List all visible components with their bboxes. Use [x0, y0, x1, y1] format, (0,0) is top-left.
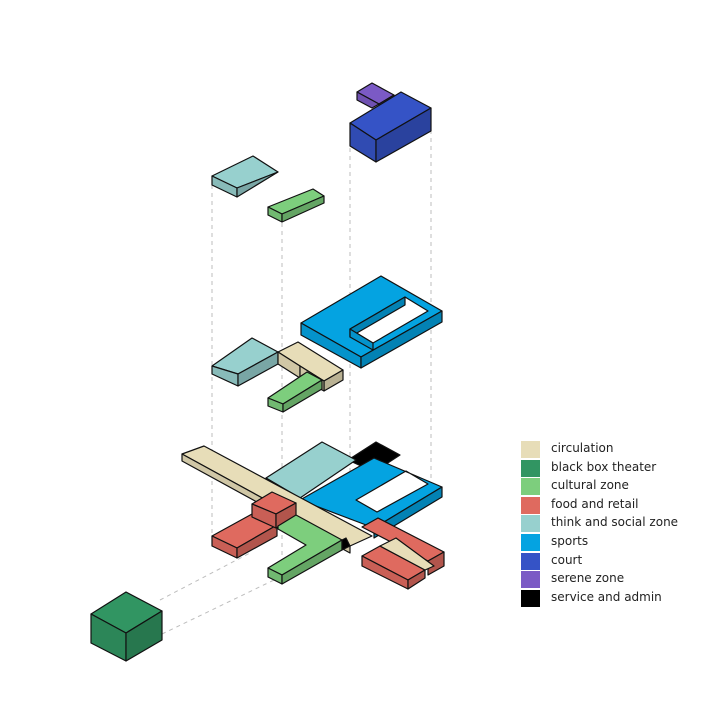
food-retail-left-block	[211, 491, 297, 559]
legend-label: food and retail	[551, 496, 639, 511]
legend-swatch	[521, 478, 540, 496]
legend-label: court	[551, 552, 583, 567]
legend-label: sports	[551, 533, 589, 548]
legend-swatch	[521, 533, 540, 551]
legend-item-court: court	[521, 552, 711, 571]
legend-swatch	[521, 459, 540, 477]
legend-item-serene-zone: serene zone	[521, 570, 711, 589]
black-box-theater-block	[90, 591, 163, 662]
legend-item-service-and-admin: service and admin	[521, 589, 711, 608]
legend-item-think-and-social-zone: think and social zone	[521, 514, 711, 533]
legend-item-circulation: circulation	[521, 440, 711, 459]
legend-label: black box theater	[551, 459, 657, 474]
legend-item-black-box-theater: black box theater	[521, 459, 711, 478]
legend-swatch	[521, 552, 540, 570]
food-retail-right-block	[361, 517, 445, 590]
legend: circulation black box theater cultural z…	[521, 440, 711, 607]
cultural-mid-block	[267, 371, 323, 413]
legend-swatch	[521, 589, 540, 607]
legend-label: think and social zone	[551, 515, 679, 530]
cultural-ground-block	[267, 514, 343, 585]
legend-swatch	[521, 571, 540, 589]
legend-swatch	[521, 515, 540, 533]
legend-label: cultural zone	[551, 478, 629, 493]
legend-label: serene zone	[551, 571, 625, 586]
ground-level	[90, 441, 445, 662]
legend-label: circulation	[551, 441, 614, 455]
legend-item-cultural-zone: cultural zone	[521, 477, 711, 496]
cultural-top-slab	[267, 188, 325, 223]
top-level	[211, 82, 432, 223]
court-block	[349, 91, 432, 163]
legend-label: service and admin	[551, 589, 662, 604]
sports-ring-block	[300, 275, 443, 369]
think-social-top-slab	[211, 155, 279, 198]
legend-swatch	[521, 496, 540, 514]
legend-item-sports: sports	[521, 533, 711, 552]
legend-swatch	[521, 441, 540, 458]
think-social-mid-block	[211, 337, 279, 387]
legend-item-food-and-retail: food and retail	[521, 496, 711, 515]
service-small-block	[341, 537, 351, 551]
middle-level	[211, 275, 443, 413]
